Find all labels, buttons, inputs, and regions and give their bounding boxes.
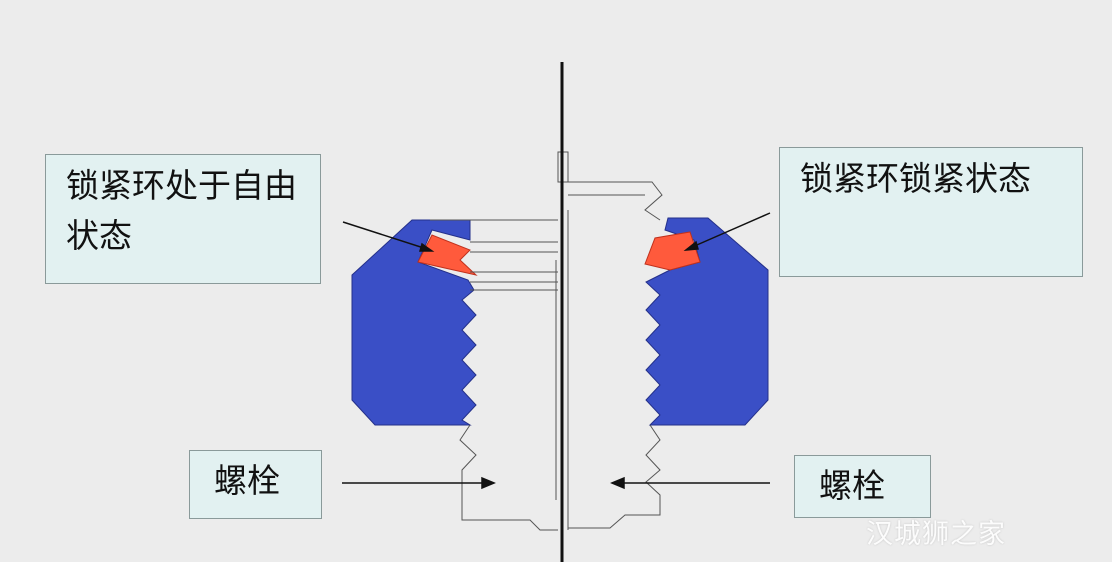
leader-right-ring <box>689 212 771 249</box>
locking-ring-left <box>417 234 478 276</box>
leader-right-ring-head <box>683 240 699 251</box>
label-bolt-right-text: 螺栓 <box>819 466 885 505</box>
leader-left-bolt-head <box>481 476 496 490</box>
leader-left-ring-head <box>419 242 435 252</box>
nut-body-left <box>351 219 477 426</box>
bolt-outline <box>430 181 663 531</box>
label-locked-state: 锁紧环锁紧状态 <box>779 147 1083 277</box>
label-bolt-left-text: 螺栓 <box>214 461 280 500</box>
label-free-state-text: 锁紧环处于自由状态 <box>66 166 297 255</box>
leader-right-bolt-head <box>610 476 625 490</box>
watermark: 汉城狮之家 <box>866 519 1006 550</box>
label-locked-state-text: 锁紧环锁紧状态 <box>800 159 1031 198</box>
locking-ring-right <box>644 231 701 271</box>
label-bolt-right: 螺栓 <box>794 455 931 518</box>
label-free-state: 锁紧环处于自由状态 <box>45 154 321 284</box>
leader-left-ring <box>342 221 431 251</box>
label-bolt-left: 螺栓 <box>189 450 322 519</box>
